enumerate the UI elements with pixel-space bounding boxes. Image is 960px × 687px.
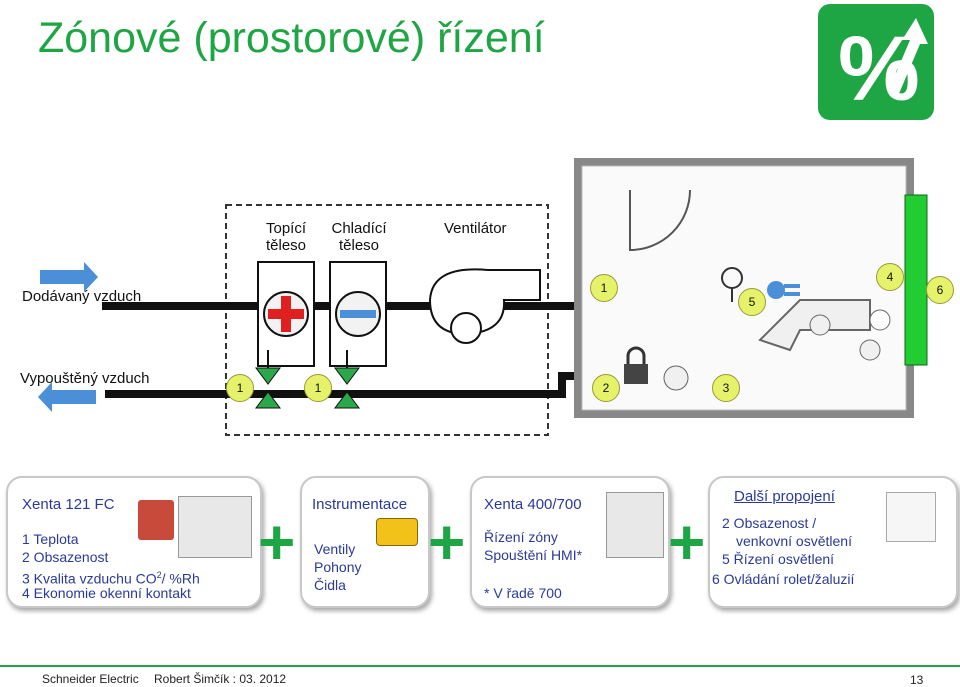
- marker-2: 2: [592, 374, 620, 402]
- page-title: Zónové (prostorové) řízení: [38, 14, 545, 62]
- marker-1-room: 1: [590, 274, 618, 302]
- marker-4: 4: [876, 263, 904, 291]
- valve-icon-heating: [255, 350, 281, 409]
- marker-6: 6: [926, 276, 954, 304]
- exhaust-air-label: Vypouštěný vzduch: [20, 370, 150, 387]
- plus-icon: +: [258, 506, 296, 578]
- footer-author: Robert Šimčík : 03. 2012: [154, 672, 287, 686]
- dalsi-title: Další propojení: [734, 488, 835, 505]
- lamp-icon: [767, 281, 800, 299]
- dalsi-box: Další propojení 2 Obsazenost / venkovní …: [708, 476, 958, 608]
- hvac-diagram: [38, 158, 928, 436]
- air-handling-unit-outline: [225, 204, 549, 436]
- exhaust-duct: [105, 390, 565, 398]
- instrumentace-line1: Ventily: [314, 541, 356, 557]
- lock-icon: [624, 346, 648, 384]
- xenta121-line2: 2 Obsazenost: [22, 549, 109, 565]
- plus-icon: +: [668, 506, 706, 578]
- xenta400-title: Xenta 400/700: [484, 496, 582, 513]
- supply-air-label: Dodávaný vzduch: [22, 288, 142, 305]
- plant-icon: [869, 309, 891, 331]
- heating-cross-icon: [268, 296, 304, 332]
- heating-coil-label: Topící těleso: [265, 220, 307, 254]
- light-switch-icon: [886, 492, 936, 542]
- fan-label: Ventilátor: [444, 220, 507, 237]
- footer-page-number: 13: [910, 673, 924, 687]
- xenta121-box: Xenta 121 FC 1 Teplota 2 Obsazenost 3 Kv…: [6, 476, 262, 608]
- xenta400-device-icon: [606, 492, 664, 558]
- xenta400-note: * V řadě 700: [484, 585, 562, 601]
- xenta400-line2: Spouštění HMI*: [484, 547, 583, 563]
- percent-logo-icon: %: [818, 4, 934, 120]
- instrumentace-line2: Pohony: [314, 559, 362, 575]
- instrumentace-line3: Čidla: [314, 577, 346, 593]
- dalsi-line2: venkovní osvětlení: [736, 533, 852, 549]
- xenta121-line4: 4 Ekonomie okenní kontakt: [22, 585, 191, 601]
- marker-1-heating-valve: 1: [226, 374, 254, 402]
- eubac-label-icon: [138, 500, 174, 540]
- dalsi-line3: 5 Řízení osvětlení: [722, 551, 835, 567]
- room-floorplan: [574, 158, 928, 418]
- xenta121-title: Xenta 121 FC: [22, 496, 115, 513]
- footer-divider: [0, 665, 960, 667]
- xenta400-box: Xenta 400/700 Řízení zóny Spouštění HMI*…: [470, 476, 670, 608]
- fan-icon: [428, 268, 541, 344]
- valve-icon-cooling: [334, 350, 360, 409]
- dalsi-line1: 2 Obsazenost /: [722, 515, 817, 531]
- chair-icon: [809, 314, 831, 336]
- instrumentace-box: Instrumentace Ventily Pohony Čidla: [300, 476, 430, 608]
- cooling-minus-icon: [340, 310, 376, 318]
- dalsi-line4: 6 Ovládání rolet/žaluzií: [712, 571, 855, 587]
- controller-device-icon: [178, 496, 252, 558]
- instrumentace-title: Instrumentace: [312, 496, 408, 513]
- actuator-icon: [376, 518, 418, 546]
- thermostat-icon: [721, 267, 743, 302]
- exhaust-arrow-icon: [38, 382, 96, 412]
- plus-icon: +: [428, 506, 466, 578]
- marker-1-cooling-valve: 1: [304, 374, 332, 402]
- cooling-coil-label: Chladící těleso: [331, 220, 387, 254]
- marker-5: 5: [738, 288, 766, 316]
- supply-arrow-icon: [40, 262, 98, 292]
- xenta400-line1: Řízení zóny: [484, 529, 558, 545]
- window-blind: [904, 194, 928, 366]
- marker-3: 3: [712, 374, 740, 402]
- footer-company: Schneider Electric: [42, 672, 139, 686]
- door: [629, 189, 691, 252]
- xenta121-line3: 3 Kvalita vzduchu CO2/ %Rh: [22, 570, 200, 587]
- xenta121-line1: 1 Teplota: [22, 531, 79, 547]
